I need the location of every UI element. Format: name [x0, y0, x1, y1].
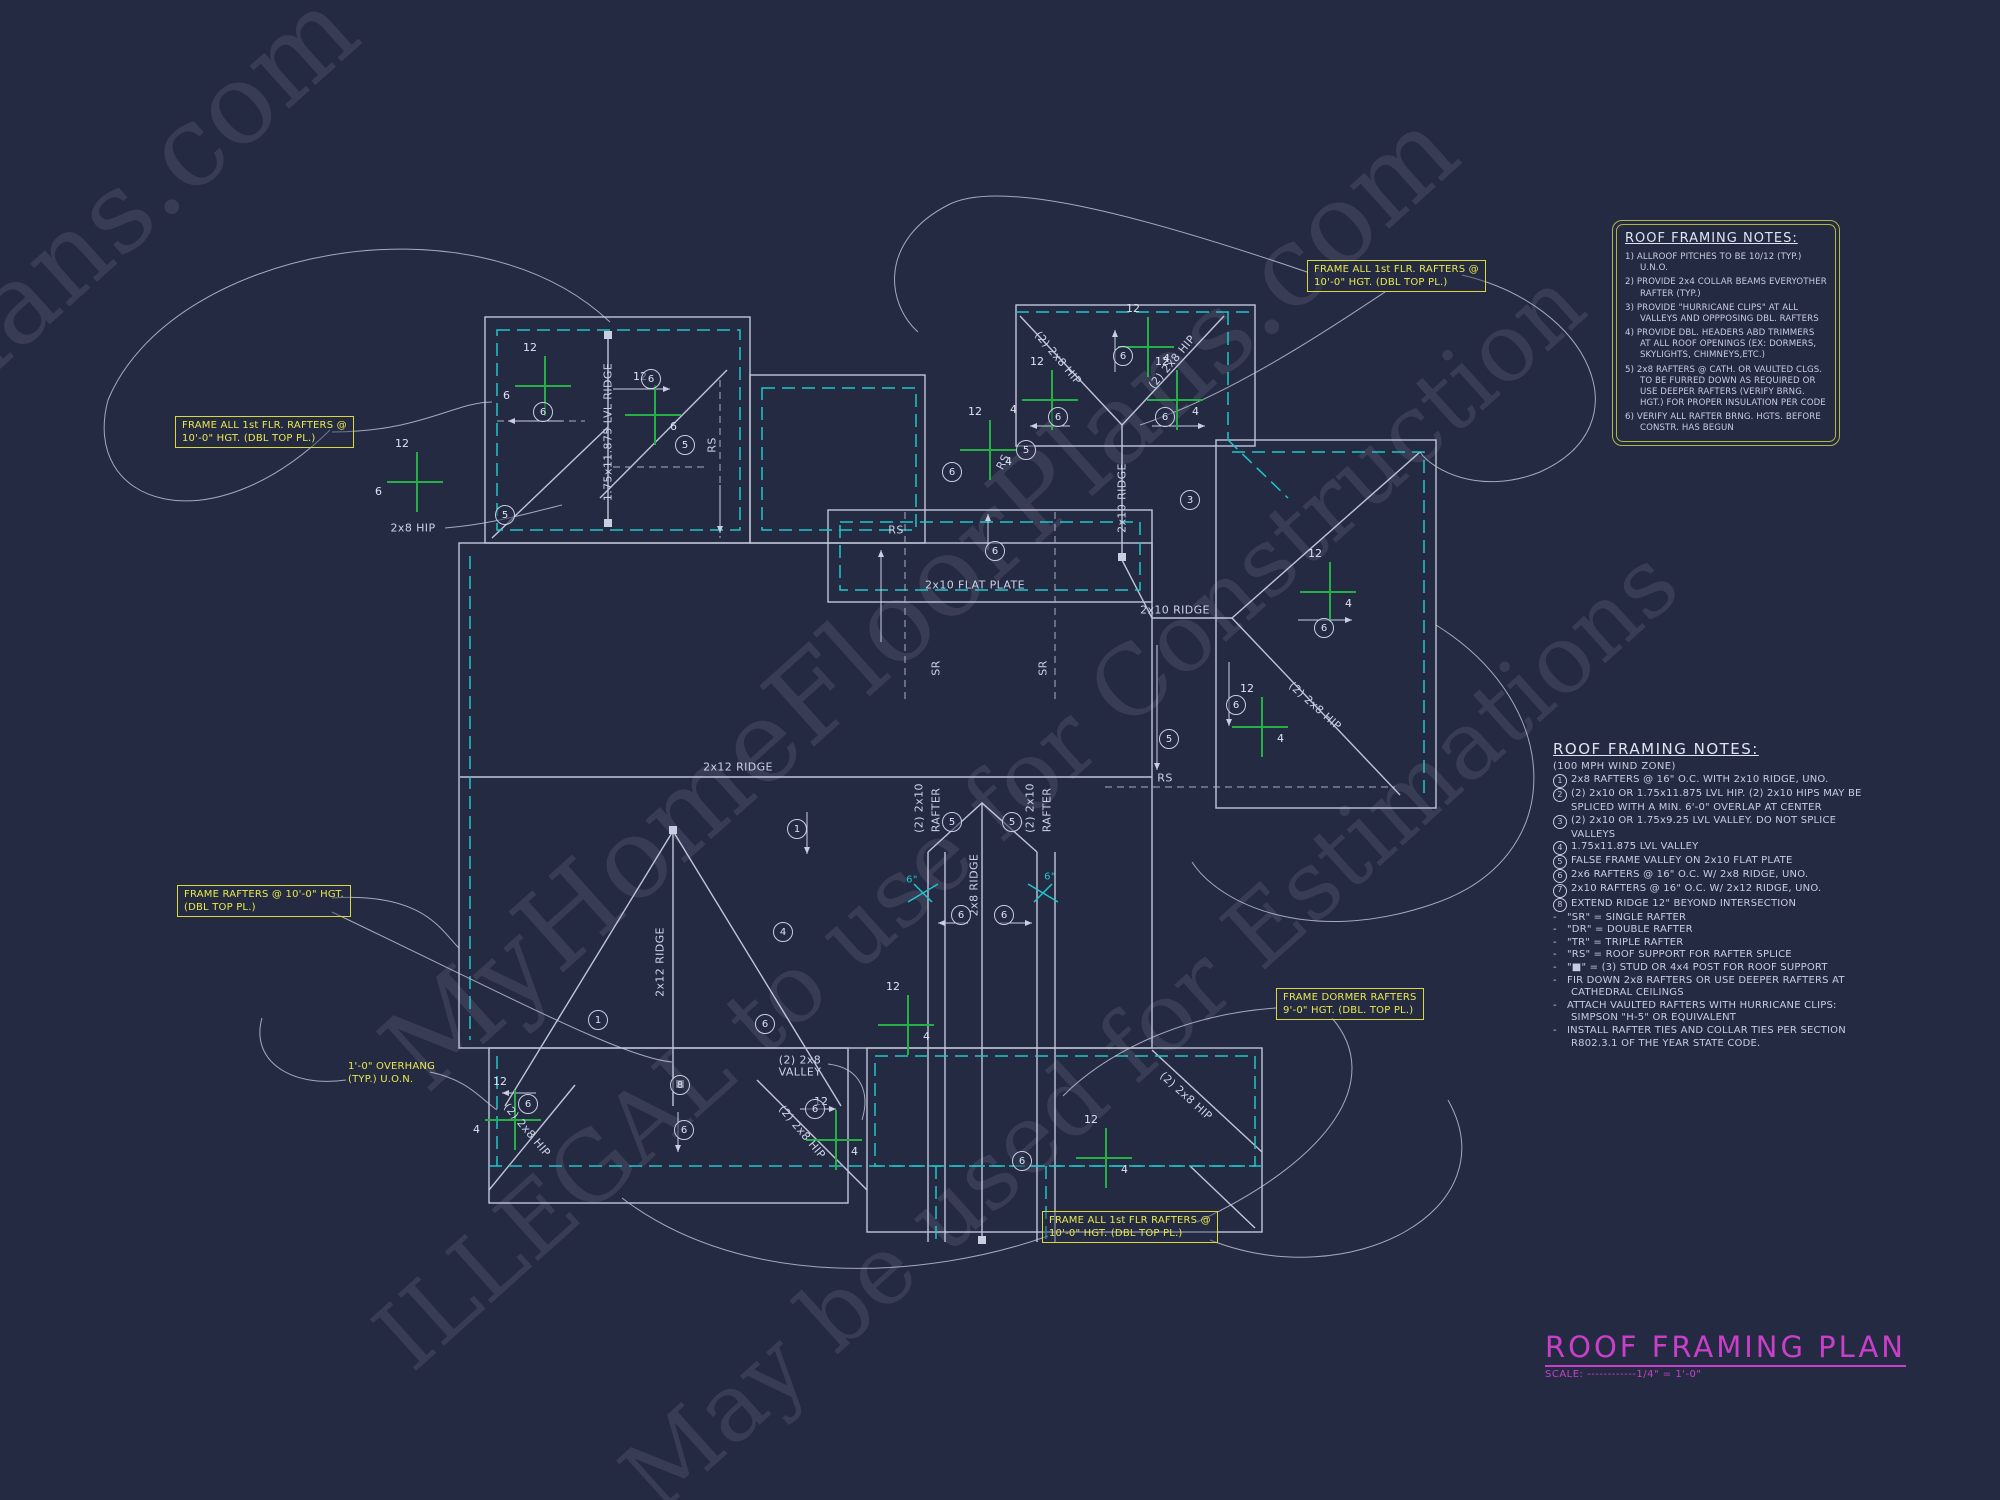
note-callout-5: 5 [1016, 440, 1036, 460]
plan-label: (2) 2x8 [778, 1053, 822, 1067]
plan-label: 6" [1044, 871, 1056, 883]
notes-box-item: 4) PROVIDE DBL. HEADERS ABD TRIMMERS AT … [1625, 328, 1817, 361]
note-callout-6: 6 [805, 1099, 825, 1119]
plan-label: (2) 2x10 [912, 783, 926, 833]
note-callout-6: 6 [1012, 1151, 1032, 1171]
note-callout-5: 5 [1159, 729, 1179, 749]
notes-list-item: 3(2) 2x10 OR 1.75x9.25 LVL VALLEY. DO NO… [1553, 815, 1869, 842]
plan-label: SR [1036, 660, 1050, 676]
note-callout-3: 3 [1180, 490, 1200, 510]
notes-list-bullet: -ATTACH VAULTED RAFTERS WITH HURRICANE C… [1553, 999, 1837, 1024]
note-callout-6: 6 [518, 1094, 538, 1114]
notes-list-bullet: -INSTALL RAFTER TIES AND COLLAR TIES PER… [1553, 1024, 1846, 1049]
title-block: ROOF FRAMING PLAN SCALE: ------------1/4… [1545, 1330, 1906, 1380]
plan-label: RAFTER [929, 787, 943, 833]
plan-label: 1.75x11.875 LVL RIDGE [601, 362, 615, 502]
note-callout-5: 5 [675, 435, 695, 455]
notes-list-title: ROOF FRAMING NOTES: [1553, 740, 1759, 758]
notes-list-bullet: -"RS" = ROOF SUPPORT FOR RAFTER SPLICE [1553, 949, 1792, 961]
note-callout-6: 6 [985, 541, 1005, 561]
note-callout-8: 8 [670, 1075, 690, 1095]
notes-box-item: 3) PROVIDE "HURRICANE CLIPS" AT ALL VALL… [1625, 302, 1819, 324]
note-callout-6: 6 [674, 1120, 694, 1140]
note-callout-4: 4 [773, 922, 793, 942]
sheet-scale: SCALE: ------------1/4" = 1'-0" [1545, 1369, 1702, 1380]
roof-framing-notes-box: ROOF FRAMING NOTES: 1) ALLROOF PITCHES T… [1612, 220, 1840, 446]
notes-box-item: 1) ALLROOF PITCHES TO BE 10/12 (TYP.) U.… [1625, 252, 1802, 274]
plan-label: 2x10 RIDGE [1140, 603, 1210, 617]
plan-label: 2x12 RIDGE [703, 760, 773, 774]
note-callout-6: 6 [994, 905, 1014, 925]
note-callout-6: 6 [1155, 407, 1175, 427]
plan-label: RAFTER [1040, 787, 1054, 833]
sheet-title: ROOF FRAMING PLAN [1545, 1330, 1906, 1367]
framing-note-callout: FRAME RAFTERS @ 10'-0" HGT.(DBL TOP PL.) [177, 885, 351, 917]
note-callout-6: 6 [1048, 407, 1068, 427]
notes-box-item: 5) 2x8 RAFTERS @ CATH. OR VAULTED CLGS. … [1625, 364, 1826, 409]
plan-label: VALLEY [778, 1065, 822, 1079]
plan-label: SR [929, 660, 943, 676]
plan-label: RS [705, 437, 719, 453]
notes-box-title: ROOF FRAMING NOTES: [1625, 231, 1798, 246]
plan-label: (2) 2x10 [1023, 783, 1037, 833]
notes-box-item: 2) PROVIDE 2x4 COLLAR BEAMS EVERYOTHER R… [1625, 277, 1827, 299]
roof-framing-notes-box-inner: ROOF FRAMING NOTES: 1) ALLROOF PITCHES T… [1616, 224, 1836, 442]
notes-list-subtitle: (100 MPH WIND ZONE) [1553, 761, 1676, 772]
note-callout-1: 1 [588, 1010, 608, 1030]
framing-note-callout: FRAME ALL 1st FLR. RAFTERS @10'-0" HGT. … [1307, 260, 1486, 292]
note-callout-6: 6 [533, 402, 553, 422]
note-callout-6: 6 [942, 462, 962, 482]
note-callout-6: 6 [641, 369, 661, 389]
note-callout-6: 6 [755, 1014, 775, 1034]
notes-list-bullet: -"■" = (3) STUD OR 4x4 POST FOR ROOF SUP… [1553, 961, 1828, 973]
note-callout-6: 6 [1226, 695, 1246, 715]
notes-list-bullet: -"TR" = TRIPLE RAFTER [1553, 936, 1684, 948]
notes-list-bullet: -FIR DOWN 2x8 RAFTERS OR USE DEEPER RAFT… [1553, 974, 1845, 999]
framing-note-callout: FRAME ALL 1st FLR. RAFTERS @10'-0" HGT. … [175, 416, 354, 448]
plan-label: RS [888, 523, 904, 537]
notes-box-items: 1) ALLROOF PITCHES TO BE 10/12 (TYP.) U.… [1625, 252, 1827, 435]
note-callout-5: 5 [942, 812, 962, 832]
note-callout-6: 6 [1113, 346, 1133, 366]
notes-list-item: 2(2) 2x10 OR 1.75x11.875 LVL HIP. (2) 2x… [1553, 788, 1869, 815]
plan-label: 6" [906, 874, 918, 886]
plan-label: 2x8 RIDGE [967, 853, 981, 917]
plan-label: 2x12 RIDGE [653, 927, 667, 997]
roof-framing-notes-list: ROOF FRAMING NOTES: (100 MPH WIND ZONE) … [1553, 740, 1869, 1050]
note-callout-6: 6 [1314, 618, 1334, 638]
plan-label: 2x8 HIP [390, 521, 436, 535]
notes-list-bullet: -"DR" = DOUBLE RAFTER [1553, 924, 1693, 936]
note-callout-5: 5 [495, 505, 515, 525]
plan-label: 2x10 RIDGE [1115, 463, 1129, 533]
overhang-note: 1'-0" OVERHANG(TYP.) U.O.N. [348, 1061, 436, 1085]
note-callout-6: 6 [951, 905, 971, 925]
notes-list-bullet: -"SR" = SINGLE RAFTER [1553, 911, 1687, 923]
note-callout-5: 5 [1002, 812, 1022, 832]
plan-label: RS [1157, 771, 1173, 785]
notes-box-item: 6) VERIFY ALL RAFTER BRNG. HGTS. BEFORE … [1625, 412, 1821, 434]
plan-label: 2x10 FLAT PLATE [925, 578, 1025, 592]
note-callout-1: 1 [787, 819, 807, 839]
framing-note-callout: FRAME ALL 1st FLR RAFTERS @10'-0" HGT. (… [1042, 1211, 1218, 1243]
